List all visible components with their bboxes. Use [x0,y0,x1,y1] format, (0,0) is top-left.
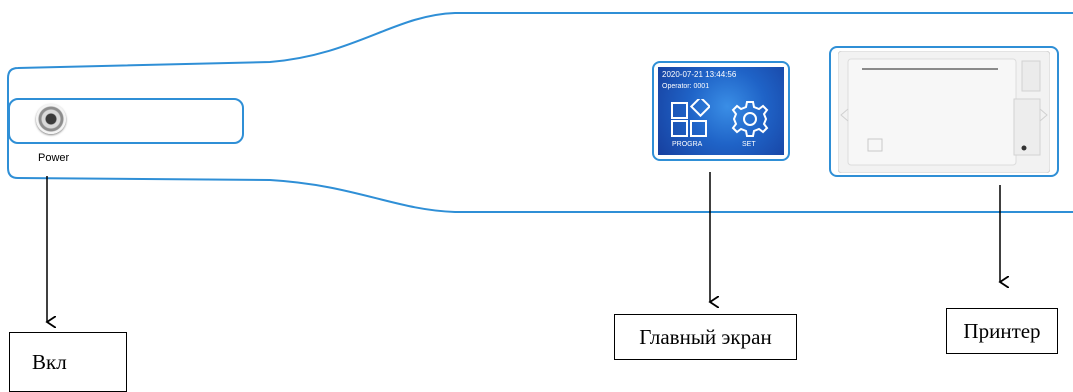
screen-datetime: 2020-07-21 13:44:56 [662,70,737,79]
screen-operator: Operator: 0001 [662,83,710,90]
power-label: Power [38,152,70,164]
program-icon[interactable] [670,99,710,139]
power-button[interactable] [36,104,66,134]
power-strip [8,98,244,144]
gear-icon[interactable] [730,99,770,139]
main-screen-frame [652,61,790,161]
printer-frame [829,46,1059,177]
set-label: SET [742,141,756,148]
power-callout: Вкл [9,332,127,392]
program-label: PROGRA [672,141,703,148]
main-screen-callout: Главный экран [614,314,797,360]
printer-module [838,51,1050,173]
main-screen[interactable]: 2020-07-21 13:44:56 Operator: 0001 PROGR… [658,67,784,155]
printer-callout: Принтер [946,308,1058,354]
